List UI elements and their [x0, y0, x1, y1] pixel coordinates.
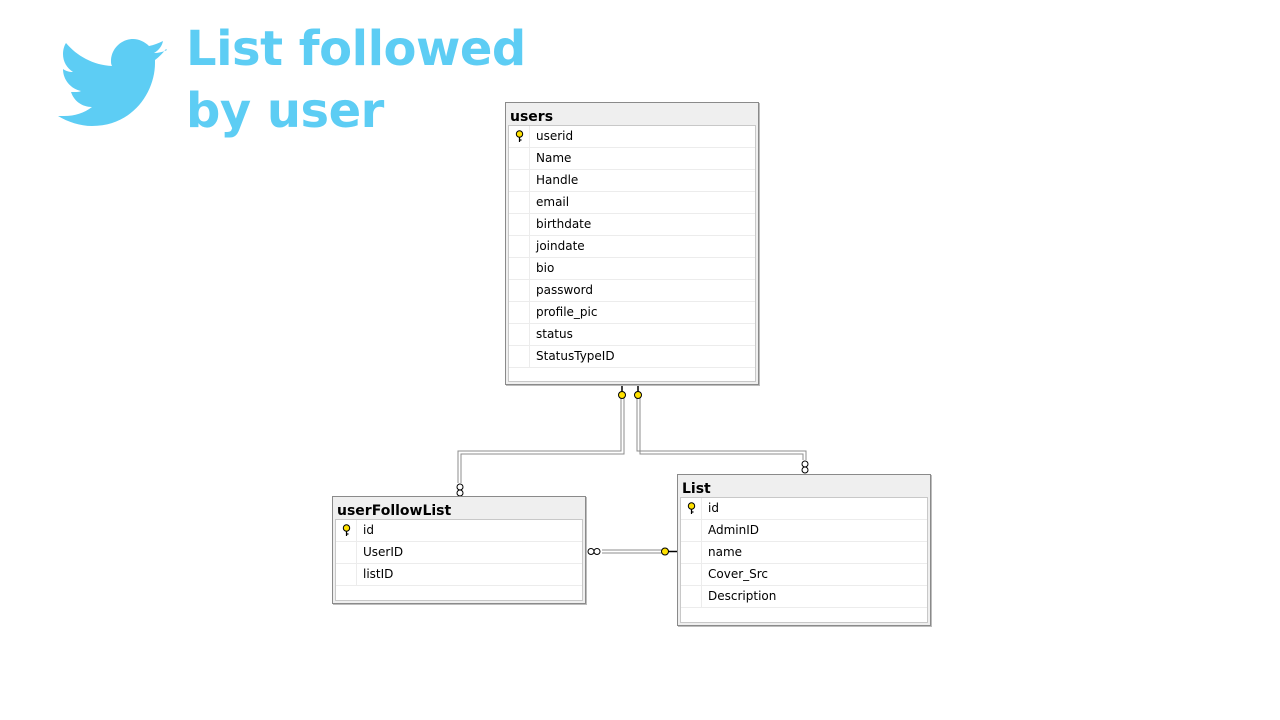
row-gutter: [681, 520, 702, 541]
row-gutter: [509, 192, 530, 213]
column-name: userid: [536, 129, 574, 143]
column-row[interactable]: userid: [509, 126, 755, 148]
column-list: userid Name Handle email birthdate joind…: [508, 125, 756, 382]
column-name: AdminID: [708, 523, 760, 537]
key-icon: [618, 384, 626, 399]
column-name: bio: [536, 261, 555, 275]
column-row[interactable]: birthdate: [509, 214, 755, 236]
infinity-icon: [801, 460, 809, 474]
row-gutter: [681, 586, 702, 607]
column-row[interactable]: listID: [336, 564, 582, 586]
row-gutter: [336, 542, 357, 563]
relationship-users-list: [636, 398, 807, 460]
row-gutter: [509, 148, 530, 169]
row-gutter: [681, 564, 702, 585]
row-gutter: [509, 126, 530, 147]
table-title: List: [682, 481, 711, 497]
column-row[interactable]: bio: [509, 258, 755, 280]
table-userfollowlist[interactable]: userFollowList id UserID listID: [332, 496, 586, 604]
column-row[interactable]: AdminID: [681, 520, 927, 542]
column-row[interactable]: email: [509, 192, 755, 214]
column-row[interactable]: Cover_Src: [681, 564, 927, 586]
column-row[interactable]: joindate: [509, 236, 755, 258]
infinity-icon: [587, 548, 601, 555]
column-name: email: [536, 195, 570, 209]
row-gutter: [509, 236, 530, 257]
row-gutter: [336, 564, 357, 585]
table-users[interactable]: users userid Name Handle email birthdate…: [505, 102, 759, 385]
row-gutter: [509, 324, 530, 345]
column-row[interactable]: StatusTypeID: [509, 346, 755, 368]
column-row[interactable]: id: [681, 498, 927, 520]
column-name: Description: [708, 589, 777, 603]
column-name: id: [708, 501, 719, 515]
table-title: users: [510, 109, 554, 125]
row-gutter: [509, 302, 530, 323]
column-name: Name: [536, 151, 572, 165]
row-gutter: [509, 258, 530, 279]
column-name: listID: [363, 567, 394, 581]
column-row[interactable]: password: [509, 280, 755, 302]
column-name: Cover_Src: [708, 567, 769, 581]
primary-key-icon: [687, 502, 696, 514]
column-list: id AdminID name Cover_Src Description: [680, 497, 928, 623]
twitter-bird-icon: [58, 39, 167, 126]
column-name: id: [363, 523, 374, 537]
column-name: StatusTypeID: [536, 349, 615, 363]
row-gutter: [681, 498, 702, 519]
key-icon: [661, 547, 677, 556]
column-row[interactable]: Description: [681, 586, 927, 608]
column-row[interactable]: Handle: [509, 170, 755, 192]
relationship-users-list-edge: [639, 398, 804, 460]
relationship-users-userfollowlist-edge: [460, 398, 625, 483]
column-row[interactable]: UserID: [336, 542, 582, 564]
column-name: name: [708, 545, 743, 559]
column-name: password: [536, 283, 593, 297]
row-gutter: [509, 170, 530, 191]
column-name: UserID: [363, 545, 404, 559]
slide-title-line-2: by user: [186, 83, 384, 139]
infinity-icon: [456, 483, 464, 497]
row-gutter: [509, 346, 530, 367]
column-row[interactable]: status: [509, 324, 755, 346]
slide-title-line-1: List followed: [186, 21, 526, 77]
row-gutter: [681, 542, 702, 563]
column-row[interactable]: name: [681, 542, 927, 564]
relationship-users-userfollowlist: [457, 398, 622, 483]
column-name: joindate: [536, 239, 585, 253]
column-row[interactable]: Name: [509, 148, 755, 170]
row-gutter: [509, 214, 530, 235]
row-gutter: [336, 520, 357, 541]
primary-key-icon: [515, 130, 524, 142]
column-name: profile_pic: [536, 305, 598, 319]
column-name: Handle: [536, 173, 579, 187]
column-row[interactable]: id: [336, 520, 582, 542]
primary-key-icon: [342, 524, 351, 536]
row-gutter: [509, 280, 530, 301]
table-title: userFollowList: [337, 503, 452, 519]
column-name: birthdate: [536, 217, 592, 231]
column-list: id UserID listID: [335, 519, 583, 601]
slide-title: List followed by user: [186, 18, 526, 142]
key-icon: [634, 384, 642, 399]
column-name: status: [536, 327, 573, 341]
column-row[interactable]: profile_pic: [509, 302, 755, 324]
table-list[interactable]: List id AdminID name Cover_Src Descripti…: [677, 474, 931, 626]
